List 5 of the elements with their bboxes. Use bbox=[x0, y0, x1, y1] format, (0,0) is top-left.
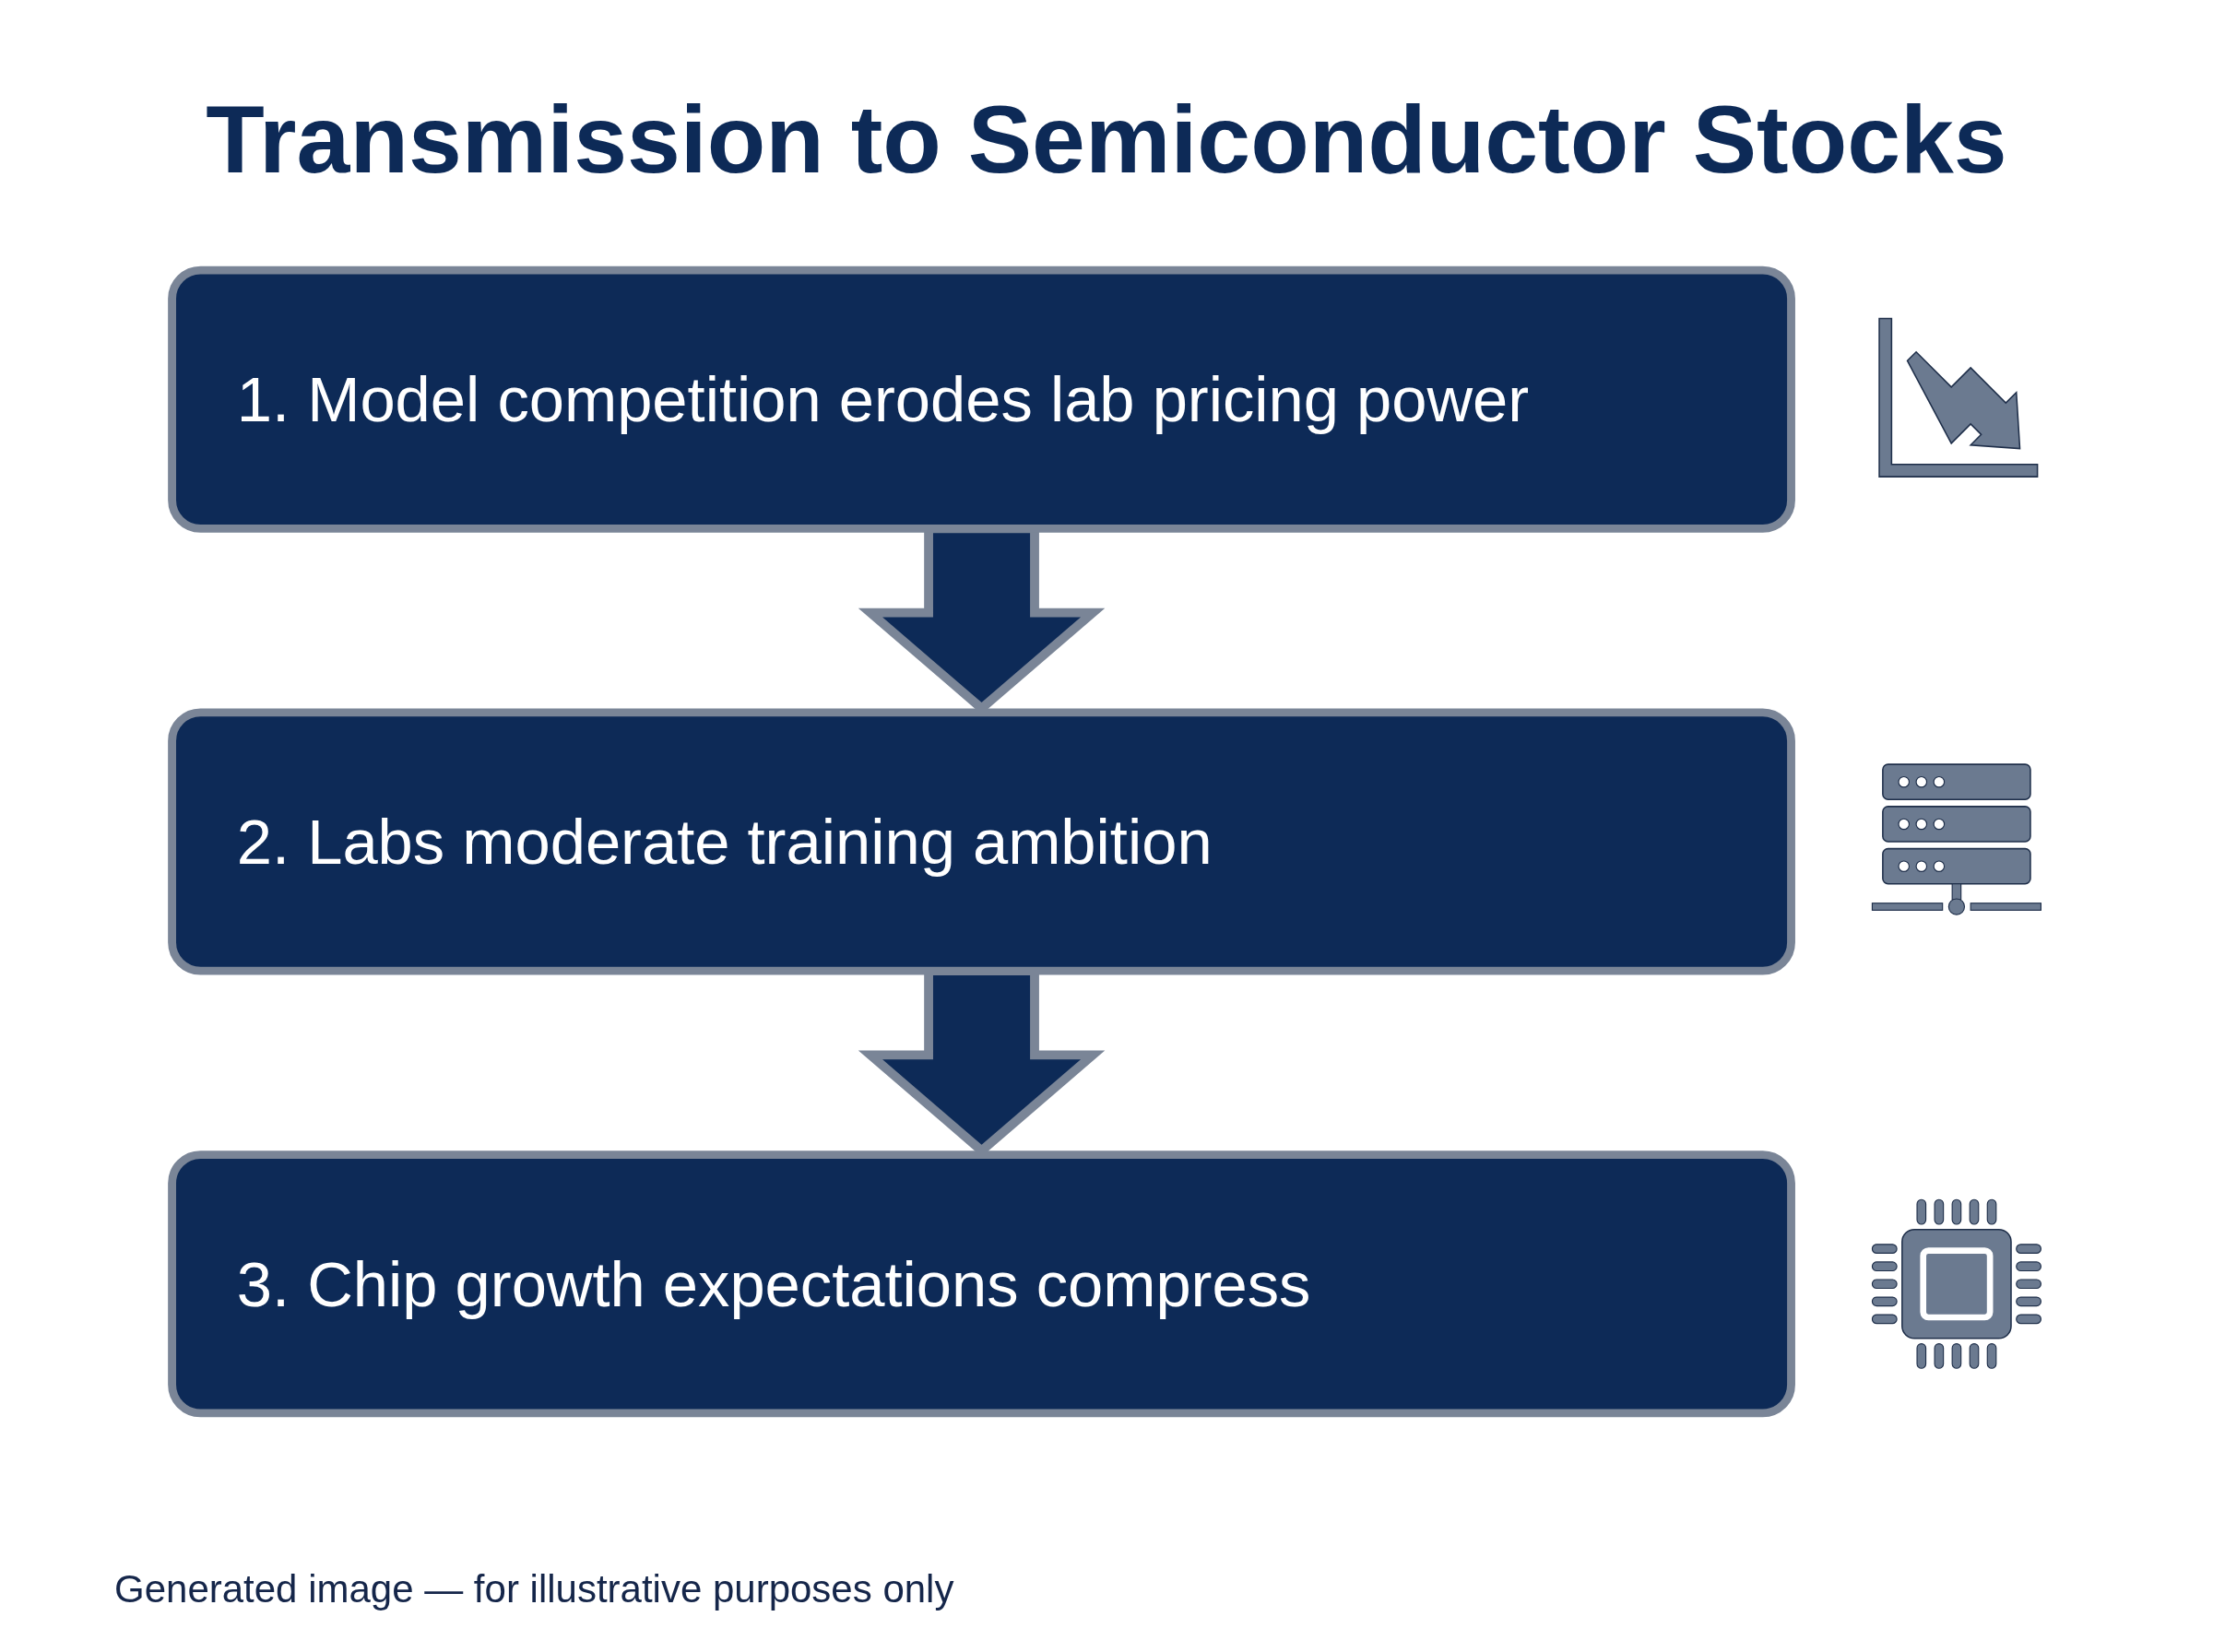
title: Transmission to Semiconductor Stocks bbox=[206, 85, 2007, 195]
node-box: 3. Chip growth expectations compress bbox=[168, 1150, 1795, 1418]
caption: Generated image — for illustrative purposes only bbox=[114, 1567, 954, 1611]
node-box: 1. Model competition erodes lab pricing power bbox=[168, 266, 1795, 533]
node-box: 2. Labs moderate training ambition bbox=[168, 708, 1795, 975]
